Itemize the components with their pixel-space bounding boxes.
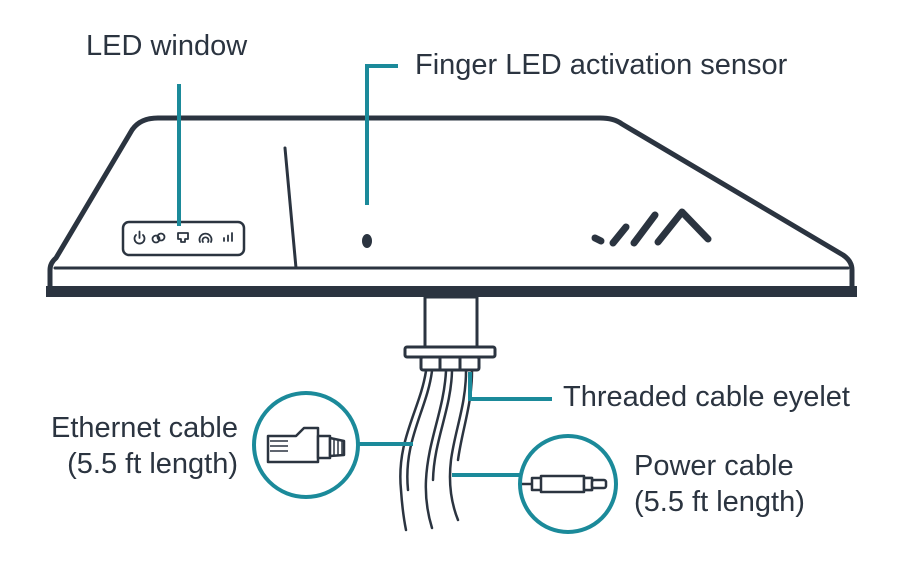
mount-stem — [403, 295, 497, 372]
device-housing-outline — [47, 115, 855, 291]
ethernet-port-icon — [177, 232, 189, 243]
power-cable-label-line1: Power cable — [634, 450, 794, 482]
threaded-eyelet-collar — [419, 355, 481, 372]
finger-sensor-label: Finger LED activation sensor — [415, 49, 788, 81]
eyelet-callout — [468, 372, 552, 401]
power-icon — [133, 230, 146, 245]
threaded-eyelet-label: Threaded cable eyelet — [563, 381, 850, 413]
callout-lines — [177, 64, 552, 477]
ethernet-cable-label: Ethernet cable (5.5 ft length) — [0, 410, 238, 482]
finger-sensor-callout — [365, 64, 398, 205]
cable-3 — [448, 369, 468, 522]
cable-1 — [399, 369, 428, 532]
led-window — [121, 220, 246, 257]
ethernet-cable-label-line1: Ethernet cable — [50, 412, 238, 444]
ethernet-plug-icon — [266, 426, 346, 464]
device-body — [46, 115, 857, 297]
power-connector-callout — [518, 434, 618, 534]
power-cable-label-line2: (5.5 ft length) — [634, 486, 805, 518]
device-base-plate — [46, 286, 857, 297]
power-plug-icon — [522, 474, 608, 494]
cables — [399, 369, 474, 532]
ethernet-connector-callout — [252, 391, 360, 499]
link-icon — [151, 232, 166, 244]
cable-2-inner — [431, 369, 454, 482]
front-panel-edge — [283, 146, 298, 270]
ethernet-cable-label-line2: (5.5 ft length) — [67, 448, 238, 480]
brand-logo — [591, 208, 712, 247]
led-window-label: LED window — [86, 30, 248, 62]
power-cable-label: Power cable (5.5 ft length) — [634, 448, 805, 520]
cable-2 — [424, 369, 448, 530]
finger-sensor-dot — [362, 234, 372, 248]
wifi-icon — [198, 232, 213, 243]
signal-bars-icon — [223, 232, 233, 242]
cable-1-inner — [406, 369, 434, 492]
